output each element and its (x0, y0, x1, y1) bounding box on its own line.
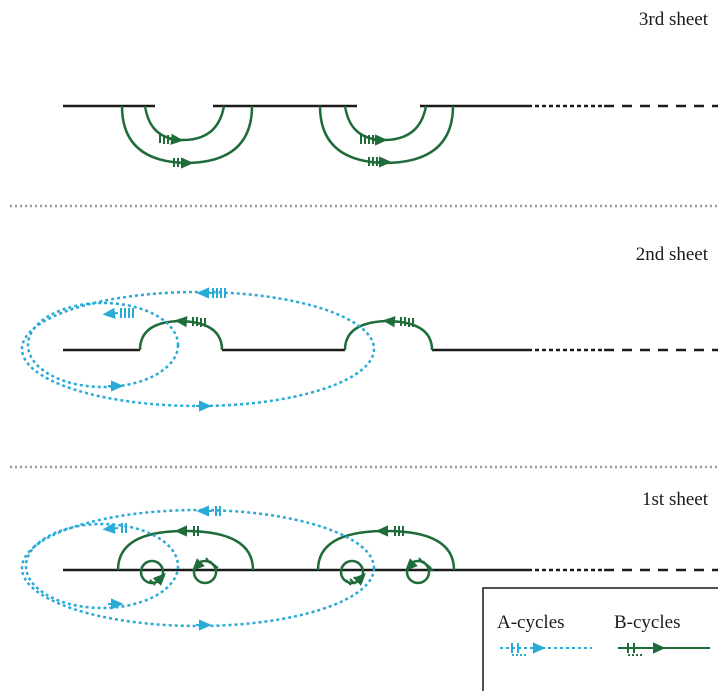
legend-b-swatch (618, 642, 710, 656)
legend-a-swatch (500, 642, 592, 656)
a-cycle-loops-1 (20, 508, 376, 628)
sheet-label-2: 2nd sheet (636, 244, 709, 265)
legend: A-cycles B-cycles (482, 587, 718, 691)
b-cycle-markers-2 (174, 316, 414, 328)
a-cycle-markers-2 (102, 287, 226, 412)
b-cycle-arcs-3 (120, 105, 455, 165)
b-cycle-markers-3 (159, 133, 392, 169)
sheet-3: 3rd sheet (63, 9, 718, 169)
sheet-2: 2nd sheet (20, 244, 718, 412)
sheet-label-1: 1st sheet (642, 489, 709, 510)
b-cycle-arcs-1 (116, 529, 456, 585)
legend-b-label: B-cycles (614, 612, 680, 633)
a-cycle-loops-2 (20, 290, 376, 408)
sheet-1: 1st sheet (20, 489, 718, 631)
a-cycle-markers-1 (102, 505, 221, 631)
b-cycle-markers-1 (149, 525, 434, 586)
sheet-label-3: 3rd sheet (639, 9, 709, 30)
legend-box (482, 587, 718, 691)
b-cycle-arcs-2 (138, 319, 434, 351)
legend-a-label: A-cycles (497, 612, 565, 633)
